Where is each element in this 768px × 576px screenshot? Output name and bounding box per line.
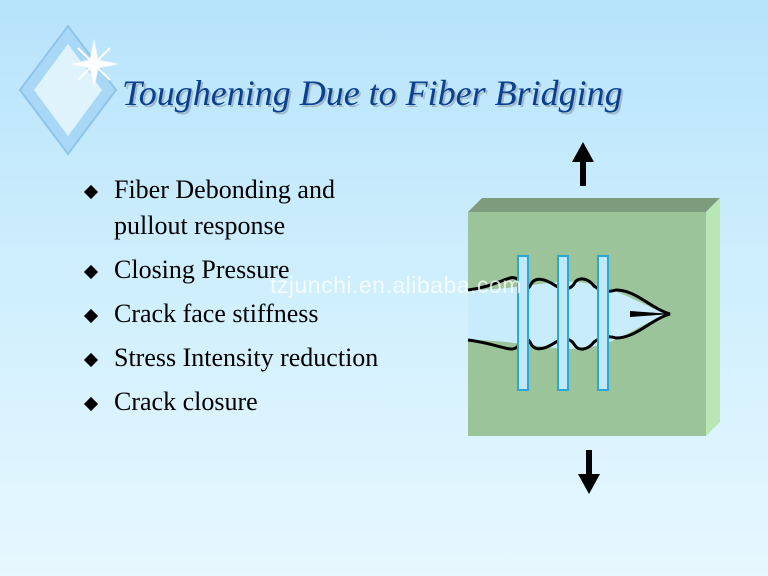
tension-arrow-down xyxy=(578,450,600,494)
bullet-item: Crack face stiffness xyxy=(83,296,414,332)
diamond-sparkle-icon xyxy=(18,24,119,156)
bullet-item: Fiber Debonding and pullout response xyxy=(83,172,414,244)
bridging-fiber xyxy=(597,255,609,391)
bullet-item: Closing Pressure xyxy=(83,252,414,288)
bullet-text: Fiber Debonding and pullout response xyxy=(114,175,335,240)
diamond-bullet-icon xyxy=(83,352,99,368)
bullet-text: Stress Intensity reduction xyxy=(114,343,379,372)
tension-arrow-up xyxy=(572,142,594,186)
bullet-text: Crack closure xyxy=(114,387,258,416)
slide-title: Toughening Due to Fiber Bridging xyxy=(122,73,623,113)
block-top-face xyxy=(468,198,720,212)
bullet-text: Closing Pressure xyxy=(114,255,290,284)
bullet-text: Crack face stiffness xyxy=(114,299,319,328)
diamond-bullet-icon xyxy=(83,396,99,412)
bullet-list: Fiber Debonding and pullout response Clo… xyxy=(83,172,414,428)
diamond-bullet-icon xyxy=(83,308,99,324)
diamond-bullet-icon xyxy=(83,264,99,280)
diamond-bullet-icon xyxy=(83,184,99,200)
bridging-fiber xyxy=(557,255,569,391)
bullet-item: Crack closure xyxy=(83,384,414,420)
fiber-bridging-diagram xyxy=(467,142,720,494)
bullet-item: Stress Intensity reduction xyxy=(83,340,414,376)
bridging-fiber xyxy=(517,255,529,391)
block-side-face xyxy=(706,198,720,436)
watermark: tzjunchi.en.alibaba.com xyxy=(270,272,522,298)
crack-tip xyxy=(630,311,672,317)
